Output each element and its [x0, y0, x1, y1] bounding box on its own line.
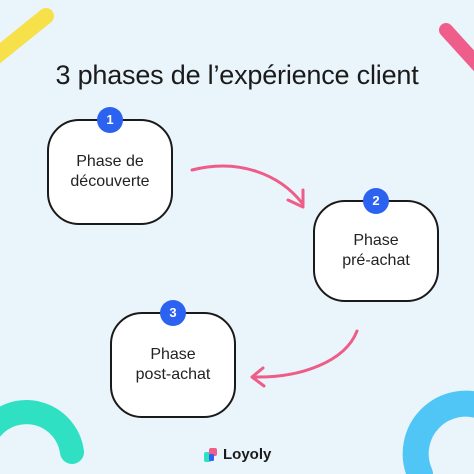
page-title: 3 phases de l’expérience client — [55, 60, 419, 90]
phase-number-badge: 1 — [97, 107, 123, 133]
phase-label-line2: pré-achat — [342, 252, 410, 269]
arrow-2-to-3 — [252, 329, 359, 379]
yellow-stripe — [0, 8, 54, 64]
phase-label: Phase post-achat — [136, 345, 211, 385]
arrow-1-to-2 — [190, 164, 304, 205]
phase-number-badge: 3 — [160, 300, 186, 326]
loyoly-logo-icon — [204, 447, 217, 462]
phase-label-line1: Phase — [353, 232, 399, 249]
phase-card-discovery: 1 Phase de découverte — [47, 107, 173, 225]
brand-logo: Loyoly — [203, 446, 271, 463]
teal-arc — [0, 400, 84, 464]
phase-label-line1: Phase — [150, 346, 196, 363]
phase-label-line2: post-achat — [135, 366, 211, 383]
sky-arc — [402, 390, 474, 474]
phase-label: Phase pré-achat — [342, 231, 410, 271]
phase-number-badge: 2 — [363, 188, 389, 214]
pink-stripe — [439, 23, 474, 72]
brand-name: Loyoly — [223, 446, 272, 463]
phase-card-pre-purchase: 2 Phase pré-achat — [313, 188, 439, 302]
phase-label-line2: découverte — [70, 173, 150, 190]
phase-label-line1: Phase de — [76, 153, 144, 170]
arrowhead-1-to-2 — [286, 188, 305, 209]
phase-card-post-purchase: 3 Phase post-achat — [110, 300, 236, 418]
arrowhead-2-to-3 — [250, 366, 266, 388]
phase-label: Phase de découverte — [70, 152, 149, 192]
